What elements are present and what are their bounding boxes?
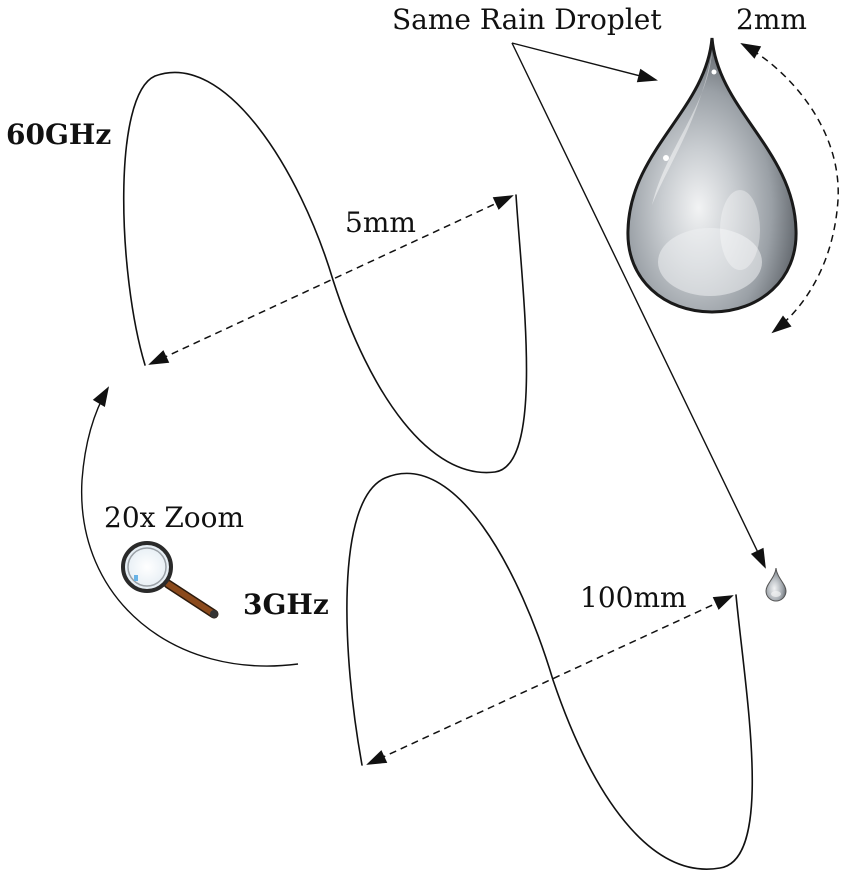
wavelength-arrow-5mm xyxy=(148,195,514,365)
small-droplet-icon xyxy=(765,567,787,602)
zoom-label: 20x Zoom xyxy=(104,501,244,534)
wave-60ghz xyxy=(122,71,528,474)
high-wavelength-label: 5mm xyxy=(345,206,416,239)
low-wavelength-label: 100mm xyxy=(580,581,687,614)
magnifying-glass-icon xyxy=(121,541,219,619)
water-droplet-icon xyxy=(626,37,798,314)
same-rain-droplet-label: Same Rain Droplet xyxy=(392,3,662,36)
label-arrow-small-droplet xyxy=(511,42,766,569)
zoom-arrow xyxy=(81,386,299,667)
wavelength-arrow-100mm xyxy=(366,595,734,765)
droplet-size-arrow xyxy=(740,43,839,334)
wave-3ghz xyxy=(346,472,754,870)
drop-size-label: 2mm xyxy=(736,3,807,36)
high-frequency-label: 60GHz xyxy=(6,118,111,151)
low-frequency-label: 3GHz xyxy=(243,588,329,621)
label-arrow-large-droplet xyxy=(511,42,658,83)
